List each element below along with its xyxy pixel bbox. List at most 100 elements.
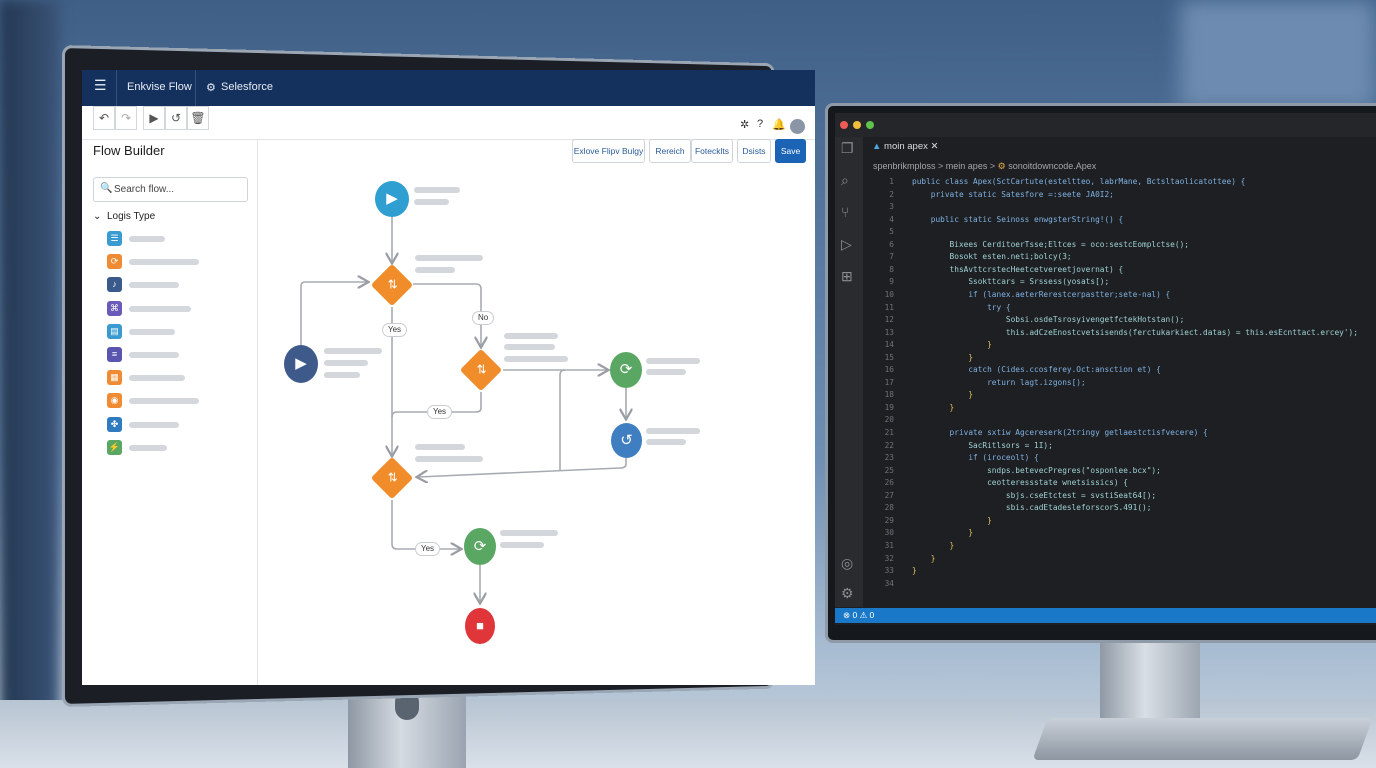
loop-node-sync-icon[interactable]: ⟳ xyxy=(610,352,642,388)
section-label: Logis Type xyxy=(106,211,156,222)
canvas-button-details[interactable]: Dsists xyxy=(737,139,771,163)
apex-file-icon: ▲ xyxy=(872,141,882,152)
org-name[interactable]: Selesforce xyxy=(221,81,273,93)
sidebar-item[interactable]: ▦ xyxy=(107,370,257,386)
avatar-icon[interactable] xyxy=(790,119,805,134)
canvas-button-explore[interactable]: Exlove Flipv Bulgy xyxy=(572,139,645,163)
run-debug-icon[interactable]: ▷ xyxy=(841,236,852,252)
account-icon[interactable]: ◎ xyxy=(841,555,854,571)
help-icon[interactable]: ? xyxy=(757,118,764,130)
line-number: 3 xyxy=(889,202,894,212)
play-icon[interactable]: ▶ xyxy=(143,106,165,130)
rollback-node-undo-icon[interactable]: ↺ xyxy=(611,423,642,458)
breadcrumb-item[interactable]: sonoitdowncode.Apex xyxy=(1008,161,1097,171)
node-label-placeholder xyxy=(414,187,460,193)
trash-icon[interactable]: 🗑 xyxy=(187,106,209,130)
editor-title-bar xyxy=(835,113,1376,137)
code-line: Bosokt esten.neti;bolcy(3; xyxy=(912,252,1072,262)
line-number: 7 xyxy=(889,252,894,262)
node-label-placeholder xyxy=(646,358,700,364)
background-blur xyxy=(1180,0,1376,110)
connector xyxy=(391,500,460,549)
sidebar-item[interactable]: ⚡ xyxy=(107,439,257,456)
sidebar-item[interactable]: ⌘ xyxy=(107,300,257,317)
code-line: Ssokttcars = Srssess(yosats[); xyxy=(912,277,1110,287)
form-icon: ▦ xyxy=(107,370,122,386)
search-icon: 🔍 xyxy=(100,183,113,194)
loop-node-sync-icon[interactable]: ⟳ xyxy=(464,528,496,565)
puzzle-icon: ✤ xyxy=(107,416,122,432)
list-icon: ☰ xyxy=(107,231,122,246)
files-icon[interactable]: ❐ xyxy=(841,140,854,156)
save-button[interactable]: Save xyxy=(775,139,806,163)
item-label-placeholder xyxy=(129,421,179,428)
maximize-window-button[interactable] xyxy=(866,121,874,129)
line-number: 6 xyxy=(889,239,894,249)
bell-icon[interactable]: 🔔 xyxy=(772,119,786,131)
sidebar-item[interactable]: ◉ xyxy=(107,393,257,409)
line-number: 12 xyxy=(884,315,894,325)
settings-icon[interactable]: ⚙ xyxy=(841,585,854,601)
sidebar-item[interactable]: ☰ xyxy=(107,231,257,247)
sidebar-item[interactable]: ✤ xyxy=(107,416,257,433)
search-input[interactable]: 🔍 Search flow... xyxy=(93,177,248,202)
hamburger-icon[interactable]: ☰ xyxy=(94,77,107,93)
node-label-placeholder xyxy=(646,439,686,445)
minimize-window-button[interactable] xyxy=(853,121,861,129)
text-icon: ≡ xyxy=(107,347,122,362)
sidebar-item[interactable]: ⟳ xyxy=(107,254,257,270)
line-number: 29 xyxy=(884,515,894,525)
divider xyxy=(195,70,196,106)
node-label-placeholder xyxy=(504,333,558,339)
line-number: 15 xyxy=(884,352,894,362)
close-window-button[interactable] xyxy=(840,121,848,129)
canvas-button-refresh[interactable]: Rereich xyxy=(649,139,691,163)
code-line: ceotteressstate wnetsissics) { xyxy=(912,478,1128,488)
code-line: catch (Cides.ccosferey.Oct:ansction et) … xyxy=(912,365,1161,375)
section-logic-type[interactable]: ⌄ Logis Type xyxy=(93,211,155,222)
line-number: 17 xyxy=(884,377,894,387)
gear-icon: ⚙ xyxy=(206,82,216,94)
source-control-icon[interactable]: ⑂ xyxy=(841,204,850,220)
status-bar[interactable]: ⊗ 0 ⚠ 0 xyxy=(835,608,1376,623)
breadcrumb-item[interactable]: mein apes xyxy=(945,161,988,171)
close-tab-icon[interactable]: ✕ xyxy=(930,141,939,152)
refresh-icon[interactable]: ↺ xyxy=(165,106,187,130)
code-line: Bixees CerditoerTsse;Eltces = oco:sestcE… xyxy=(912,239,1189,249)
code-line: public static Seinoss enwgsterString!() … xyxy=(912,214,1124,224)
code-line: } xyxy=(912,515,992,525)
canvas-button-features[interactable]: Fotecklts xyxy=(691,139,733,163)
editor-tab[interactable]: ▲ moin apex ✕ xyxy=(866,137,941,157)
line-number: 21 xyxy=(884,428,894,437)
extensions-icon[interactable]: ⊞ xyxy=(841,268,853,284)
setup-icon[interactable]: ✲ xyxy=(740,119,750,131)
search-icon[interactable]: ⌕ xyxy=(841,172,849,188)
start-node-play-icon[interactable]: ▶ xyxy=(375,181,409,217)
node-label-placeholder xyxy=(646,369,686,375)
undo-icon[interactable]: ↶ xyxy=(93,106,115,130)
node-label-placeholder xyxy=(415,456,483,462)
script-icon: ♪ xyxy=(107,277,122,293)
line-number: 14 xyxy=(884,340,894,350)
code-line: } xyxy=(912,390,974,400)
node-label-placeholder xyxy=(500,542,544,548)
sidebar-item[interactable]: ♪ xyxy=(107,277,257,293)
app-name: Enkvise Flow xyxy=(127,81,192,93)
class-icon: ⚙ xyxy=(997,161,1006,171)
node-label-placeholder xyxy=(504,356,568,362)
redo-icon[interactable]: ↷ xyxy=(115,106,137,130)
line-number: 30 xyxy=(884,528,894,538)
code-line: private static Satesfore =:seete JA0I2; xyxy=(912,189,1114,199)
line-number: 13 xyxy=(884,327,894,337)
breadcrumb-item[interactable]: spenbrikmploss xyxy=(873,161,936,171)
sidebar-item[interactable]: ▤ xyxy=(107,323,257,340)
line-number: 22 xyxy=(884,440,894,450)
stop-node-stop-icon[interactable]: ■ xyxy=(465,608,495,644)
node-label-placeholder xyxy=(500,530,558,536)
node-label-placeholder xyxy=(415,267,455,273)
connector xyxy=(413,283,481,346)
line-number: 18 xyxy=(884,390,894,400)
sidebar-item[interactable]: ≡ xyxy=(107,347,257,363)
trigger-node-play-icon[interactable]: ▶ xyxy=(284,345,318,383)
